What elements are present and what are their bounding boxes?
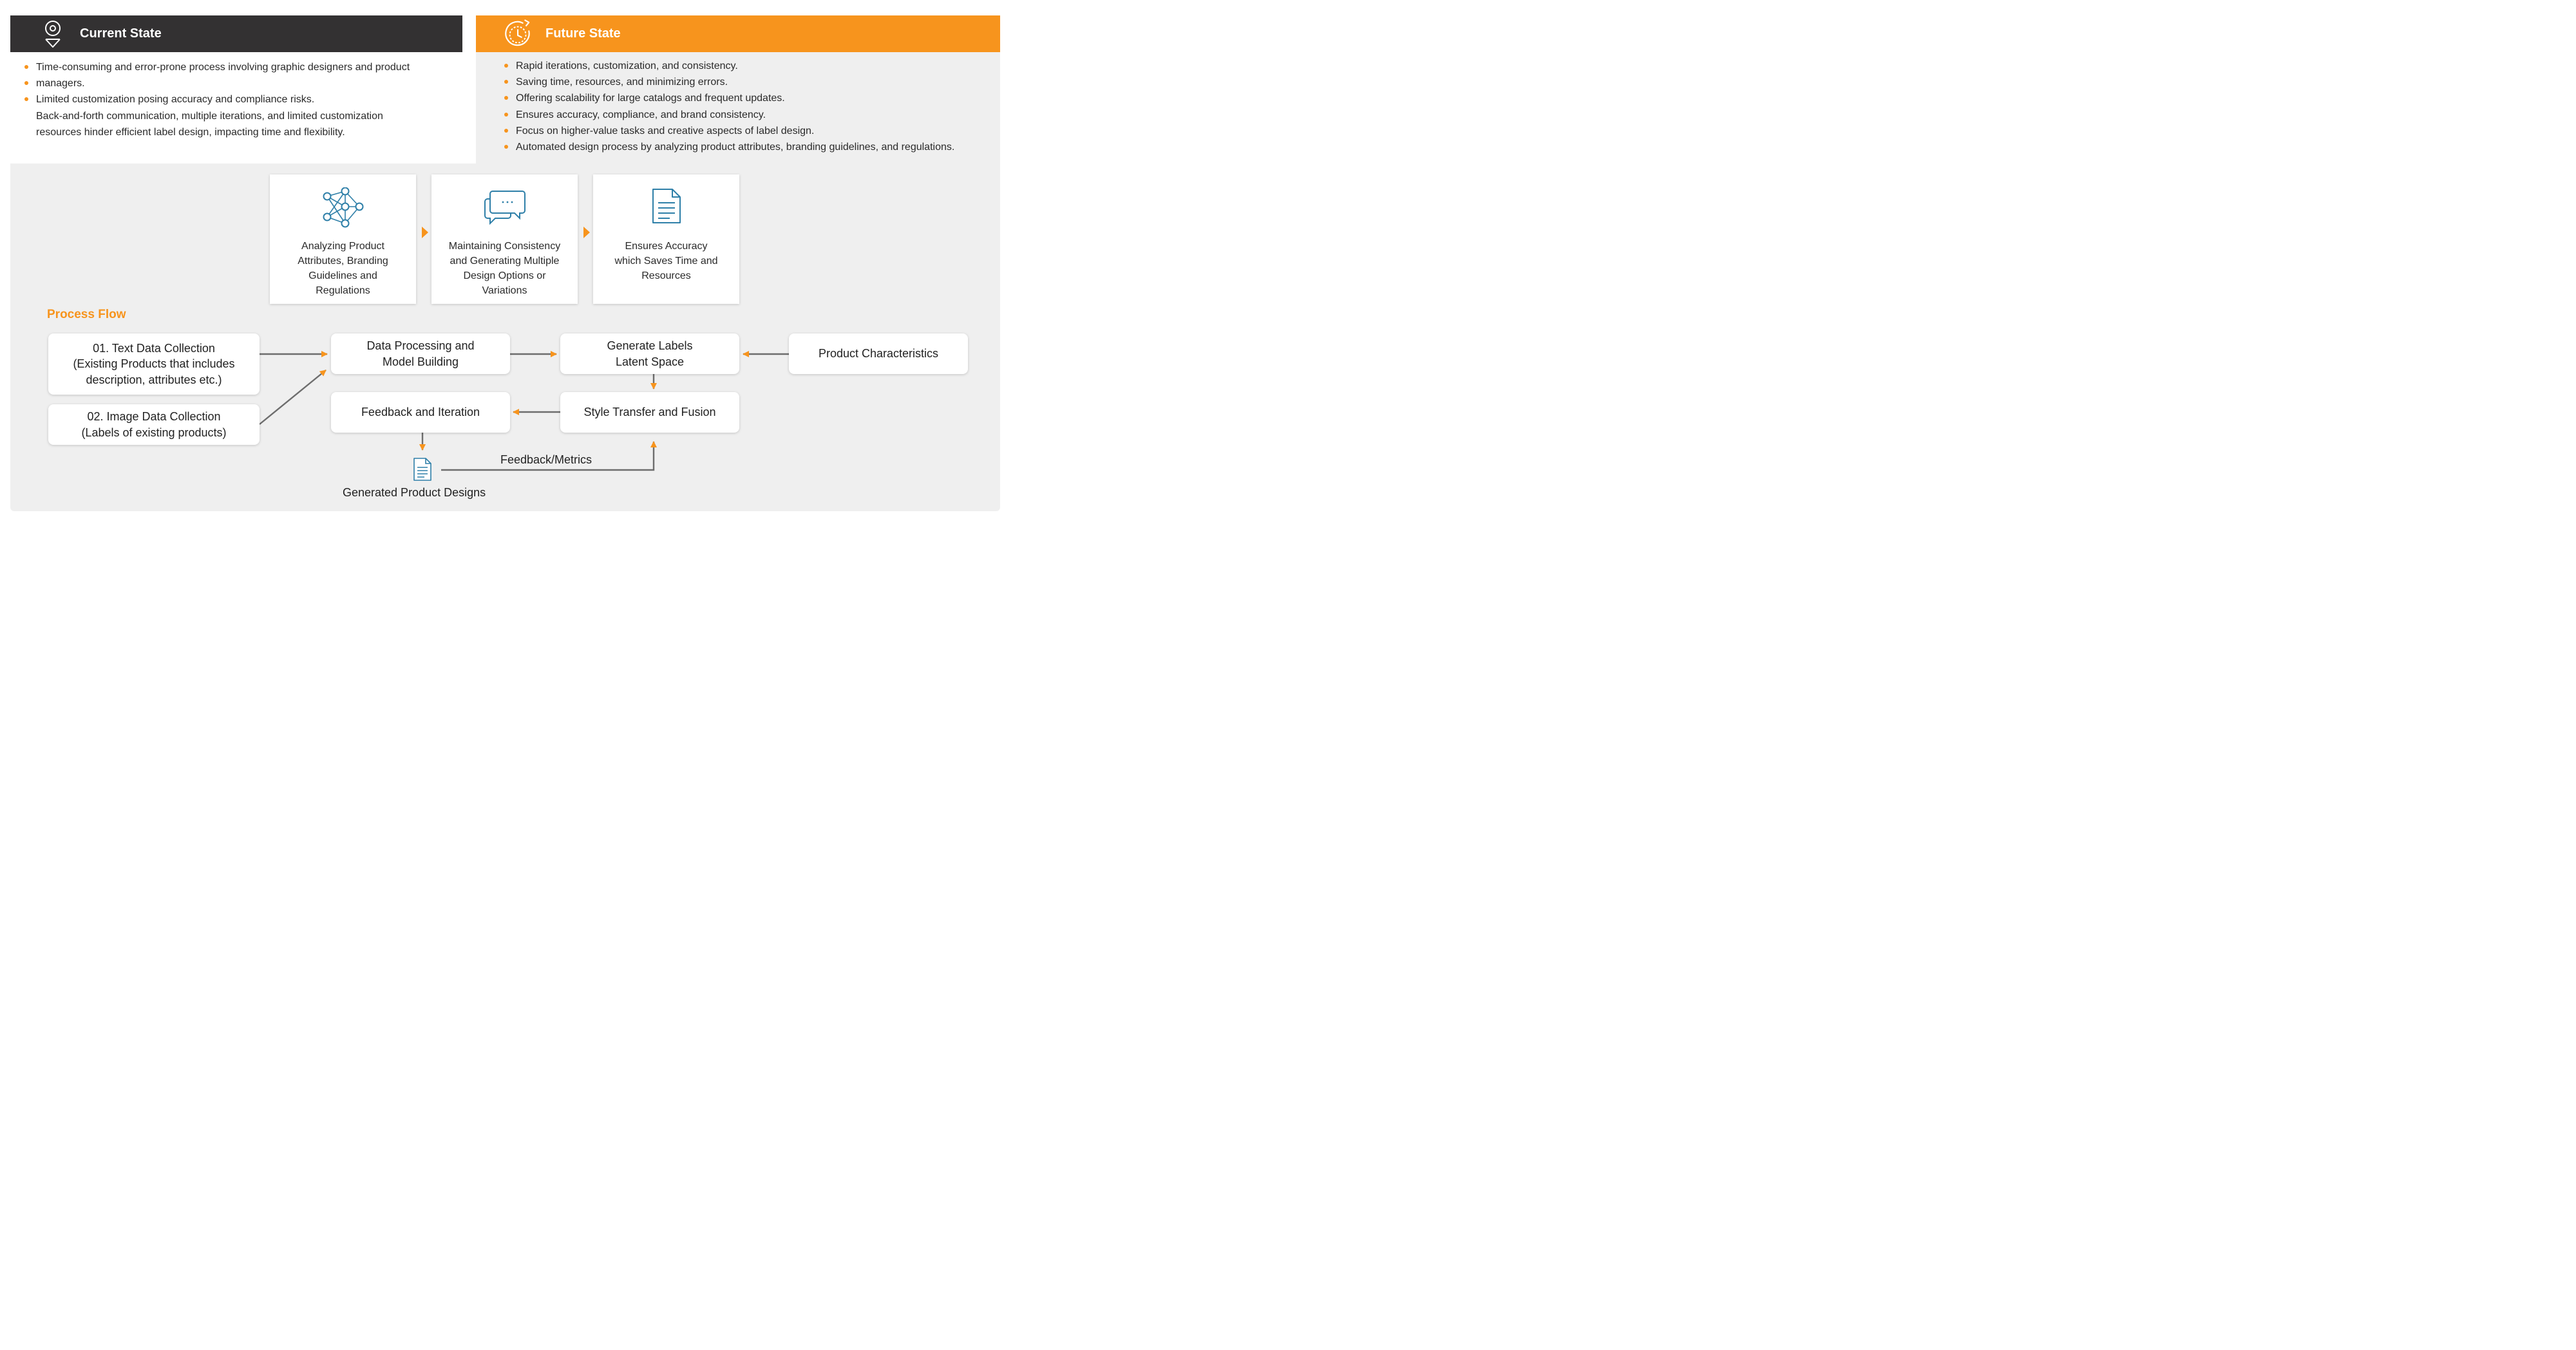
flow-connectors xyxy=(259,351,789,471)
card-line: Guidelines and xyxy=(308,270,377,281)
data-processing-box: Data Processing and Model Building xyxy=(331,333,510,374)
list-item: Focus on higher-value tasks and creative… xyxy=(504,123,1007,139)
box-line: (Existing Products that includes xyxy=(73,357,235,371)
card-line: Design Options or xyxy=(463,270,546,281)
card-line: Regulations xyxy=(316,285,370,296)
feature-card-accuracy: Ensures Accuracy which Saves Time and Re… xyxy=(593,174,739,304)
document-icon xyxy=(593,187,739,230)
feature-card-consistency: Maintaining Consistency and Generating M… xyxy=(431,174,578,304)
box-line: (Labels of existing products) xyxy=(81,426,227,439)
generated-document-icon xyxy=(412,457,433,485)
feedback-metrics-label: Feedback/Metrics xyxy=(500,453,592,466)
list-item: Limited customization posing accuracy an… xyxy=(24,91,457,108)
box-line: Data Processing and xyxy=(366,339,475,352)
feedback-iteration-box: Feedback and Iteration xyxy=(331,392,510,433)
process-flow-title: Process Flow xyxy=(47,308,126,321)
generated-designs-label: Generated Product Designs xyxy=(343,486,486,499)
list-item: Saving time, resources, and minimizing e… xyxy=(504,74,1007,90)
list-item: Ensures accuracy, compliance, and brand … xyxy=(504,107,1007,123)
card-line: Attributes, Branding xyxy=(298,256,388,267)
box-line: Generate Labels xyxy=(607,339,693,352)
feature-card-text: Analyzing Product Attributes, Branding G… xyxy=(275,239,411,298)
list-item-continuation: resources hinder efficient label design,… xyxy=(36,126,345,138)
box-line: Model Building xyxy=(382,355,459,368)
card-line: Analyzing Product xyxy=(301,241,384,252)
product-characteristics-box: Product Characteristics xyxy=(789,333,968,374)
feature-card-analyzing: Analyzing Product Attributes, Branding G… xyxy=(270,174,416,304)
card-line: which Saves Time and xyxy=(614,256,718,267)
card-line: Ensures Accuracy xyxy=(625,241,708,252)
future-state-panel xyxy=(476,52,1000,165)
text-data-collection-box: 01. Text Data Collection (Existing Produ… xyxy=(48,333,260,395)
current-state-list: Time-consuming and error-prone process i… xyxy=(24,59,457,140)
box-line: 02. Image Data Collection xyxy=(87,410,221,423)
card-line: Maintaining Consistency xyxy=(448,241,561,252)
card-line: and Generating Multiple xyxy=(450,256,560,267)
box-line: Latent Space xyxy=(615,355,685,368)
current-state-title: Current State xyxy=(80,26,162,41)
current-state-header: Current State xyxy=(10,15,462,52)
list-item: Rapid iterations, customization, and con… xyxy=(504,58,1007,74)
future-state-title: Future State xyxy=(545,26,621,41)
list-item: Time-consuming and error-prone process i… xyxy=(24,59,457,75)
image-data-collection-box: 02. Image Data Collection (Labels of exi… xyxy=(48,404,260,445)
generate-labels-box: Generate Labels Latent Space xyxy=(560,333,739,374)
list-item: Automated design process by analyzing pr… xyxy=(504,139,1007,155)
style-transfer-box: Style Transfer and Fusion xyxy=(560,392,739,433)
card-line: Resources xyxy=(641,270,691,281)
box-line: Feedback and Iteration xyxy=(361,406,480,419)
arrow-metrics-to-style xyxy=(441,441,657,471)
neural-network-icon xyxy=(270,187,416,230)
chat-bubbles-icon xyxy=(431,187,578,230)
card-line: Variations xyxy=(482,285,527,296)
box-line: Style Transfer and Fusion xyxy=(583,406,716,419)
list-item-continuation: Back-and-forth communication, multiple i… xyxy=(36,110,383,122)
box-line: Product Characteristics xyxy=(818,347,939,361)
feature-card-text: Maintaining Consistency and Generating M… xyxy=(437,239,573,298)
feature-card-text: Ensures Accuracy which Saves Time and Re… xyxy=(598,239,734,283)
list-item: managers. xyxy=(24,75,457,91)
box-line: 01. Text Data Collection xyxy=(93,341,215,355)
card-arrow-2 xyxy=(583,227,590,238)
future-state-header: Future State xyxy=(476,15,1000,52)
box-line: description, attributes etc.) xyxy=(86,373,222,386)
list-item: Offering scalability for large catalogs … xyxy=(504,90,1007,106)
future-state-list: Rapid iterations, customization, and con… xyxy=(504,58,1007,155)
map-pin-icon xyxy=(39,20,67,48)
clock-icon xyxy=(504,19,533,48)
arrow-image-to-processing xyxy=(259,370,327,425)
card-arrow-1 xyxy=(422,227,428,238)
